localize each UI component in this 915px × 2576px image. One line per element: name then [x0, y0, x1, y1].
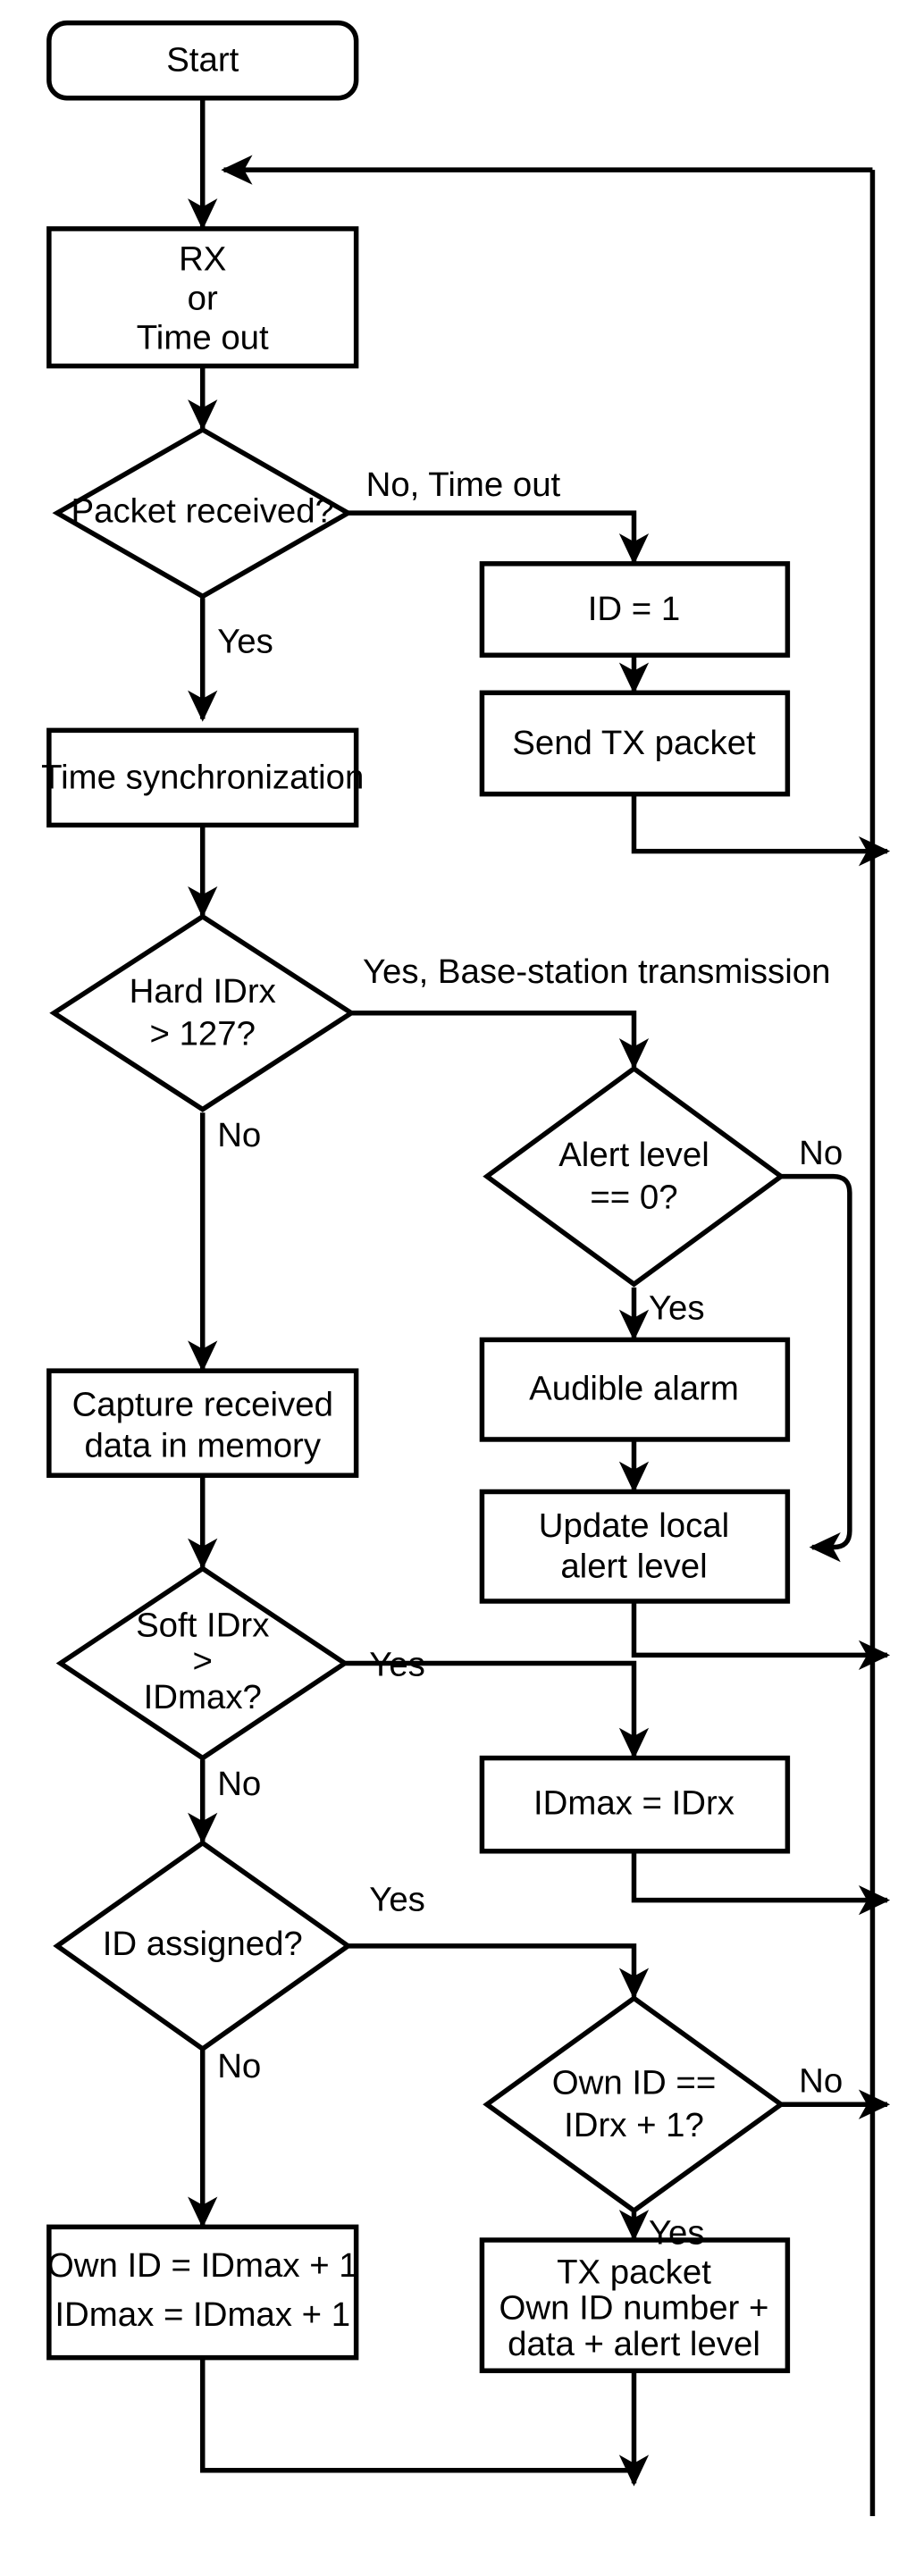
node-own-id-eq[interactable]: Own ID == IDrx + 1?	[483, 1994, 785, 2214]
edge-idassigned-yes-to-ownid	[348, 1943, 650, 2000]
node-tx-packet[interactable]: TX packet Own ID number + data + alert l…	[479, 2237, 791, 2373]
node-soft-idrx[interactable]: Soft IDrx > IDmax?	[55, 1565, 349, 1761]
edge-label-yes-soft-idrx: Yes	[369, 1645, 425, 1683]
edge-assign-to-bottom	[200, 2357, 634, 2473]
edge-alert-no-to-update	[781, 1173, 852, 1563]
node-packet-received-line-0: Packet received?	[71, 491, 334, 530]
node-rx-line-2: Time out	[137, 318, 269, 357]
edge-label-no-hard-idrx: No	[217, 1116, 261, 1154]
node-idmax-set-line-0: IDmax = IDrx	[533, 1784, 735, 1823]
node-send-tx-packet[interactable]: Send TX packet	[479, 690, 791, 797]
node-rx-line-0: RX	[179, 240, 226, 279]
node-assign-id[interactable]: Own ID = IDmax + 1 IDmax = IDmax + 1	[46, 2224, 359, 2361]
edge-label-no-soft-idrx: No	[217, 1765, 261, 1803]
node-packet-received[interactable]: Packet received?	[52, 426, 354, 600]
node-hard-idrx[interactable]: Hard IDrx > 127?	[49, 913, 357, 1112]
node-tx-packet-line-2: data + alert level	[508, 2325, 760, 2363]
node-alert-level[interactable]: Alert level == 0?	[483, 1065, 785, 1288]
node-capture-data[interactable]: Capture received data in memory	[46, 1368, 359, 1478]
node-id-assigned-line-0: ID assigned?	[103, 1925, 303, 1963]
edge-label-yes-alert: Yes	[649, 1289, 705, 1328]
edge-label-yes-packet: Yes	[217, 623, 273, 661]
node-start-line-0: Start	[166, 41, 239, 80]
node-start[interactable]: Start	[46, 20, 359, 101]
node-update-alert-level-line-0: Update local	[539, 1506, 729, 1545]
node-audible-alarm-line-0: Audible alarm	[529, 1369, 739, 1407]
edge-label-yes-own-id: Yes	[649, 2214, 705, 2253]
node-audible-alarm[interactable]: Audible alarm	[479, 1337, 791, 1442]
node-own-id-eq-line-1: IDrx + 1?	[564, 2106, 704, 2144]
edge-label-yes-id-assigned: Yes	[369, 1881, 425, 1919]
node-hard-idrx-line-1: > 127?	[149, 1014, 256, 1053]
edge-label-no-alert: No	[799, 1134, 843, 1172]
node-soft-idrx-line-2: IDmax?	[144, 1678, 262, 1716]
edge-label-yes-base-station: Yes, Base-station transmission	[363, 952, 831, 991]
node-id-eq-1[interactable]: ID = 1	[479, 561, 791, 658]
edge-sendtx-to-rail	[631, 792, 891, 867]
node-time-synchronization[interactable]: Time synchronization	[41, 727, 364, 828]
node-soft-idrx-line-1: >	[193, 1642, 213, 1681]
node-rx[interactable]: RX or Time out	[46, 226, 359, 369]
node-assign-id-line-0: Own ID = IDmax + 1	[47, 2246, 358, 2285]
node-hard-idrx-line-0: Hard IDrx	[130, 972, 276, 1011]
flowchart-svg: Start RX or Time out Packet received? ID…	[41, 20, 891, 2516]
node-assign-id-line-1: IDmax = IDmax + 1	[55, 2295, 350, 2334]
node-capture-data-line-0: Capture received	[72, 1386, 333, 1424]
edge-idmax-to-rail	[631, 1850, 891, 1916]
node-send-tx-packet-line-0: Send TX packet	[512, 724, 756, 762]
node-tx-packet-line-1: Own ID number +	[499, 2289, 769, 2328]
node-update-alert-level-line-1: alert level	[560, 1548, 707, 1586]
edge-softidrx-yes-to-idmax	[344, 1660, 650, 1759]
edge-label-no-id-assigned: No	[217, 2047, 261, 2085]
edge-hardidrx-yes-to-alert	[351, 1010, 650, 1070]
edge-packet-no-to-id1	[348, 510, 650, 566]
node-rx-line-1: or	[188, 280, 218, 318]
node-time-synchronization-line-0: Time synchronization	[41, 758, 364, 796]
node-id-eq-1-line-0: ID = 1	[588, 590, 681, 628]
node-own-id-eq-line-0: Own ID ==	[552, 2063, 717, 2102]
node-alert-level-line-1: == 0?	[590, 1178, 677, 1216]
node-soft-idrx-line-0: Soft IDrx	[136, 1606, 269, 1644]
node-idmax-set[interactable]: IDmax = IDrx	[479, 1755, 791, 1854]
edge-label-no-time-out: No, Time out	[366, 466, 561, 504]
node-update-alert-level[interactable]: Update local alert level	[479, 1489, 791, 1604]
node-capture-data-line-1: data in memory	[84, 1426, 321, 1464]
edge-update-to-rail	[631, 1601, 891, 1670]
edge-label-no-own-id: No	[799, 2062, 843, 2101]
node-alert-level-line-0: Alert level	[558, 1136, 709, 1174]
node-id-assigned[interactable]: ID assigned?	[53, 1840, 353, 2052]
node-tx-packet-line-0: TX packet	[557, 2253, 711, 2292]
